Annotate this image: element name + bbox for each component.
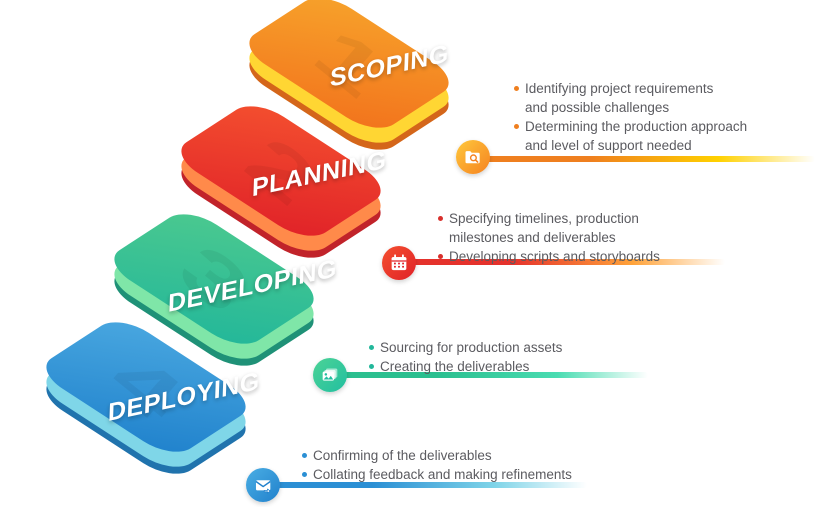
bullet-line-2: and level of support needed bbox=[525, 138, 692, 153]
bullet-line-1: Sourcing for production assets bbox=[380, 340, 563, 355]
connector-line-3 bbox=[323, 372, 648, 378]
bullet-item: Collating feedback and making refinement… bbox=[300, 465, 572, 484]
bullet-item: Specifying timelines, production mileston… bbox=[436, 209, 660, 247]
folder-search-icon[interactable] bbox=[456, 140, 490, 174]
bullet-line-1: Determining the production approach bbox=[525, 119, 748, 134]
bullet-dot bbox=[438, 216, 443, 221]
bullet-line-1: Creating the deliverables bbox=[380, 359, 530, 374]
image-gallery-icon[interactable] bbox=[313, 358, 347, 392]
calendar-icon[interactable] bbox=[382, 246, 416, 280]
connector-line-4 bbox=[257, 482, 587, 488]
bullet-dot bbox=[514, 124, 519, 129]
bullet-dot bbox=[302, 453, 307, 458]
connector-line-1 bbox=[470, 156, 815, 162]
bullet-line-2: and possible challenges bbox=[525, 100, 670, 115]
bullet-dot bbox=[369, 364, 374, 369]
bullet-item: Confirming of the deliverables bbox=[300, 446, 572, 465]
step-bullets-2: Specifying timelines, production mileston… bbox=[436, 209, 660, 266]
bullet-item: Developing scripts and storyboards bbox=[436, 247, 660, 266]
bullet-item: Identifying project requirements and poss… bbox=[512, 79, 747, 117]
bullet-line-1: Specifying timelines, production bbox=[449, 211, 639, 226]
bullet-dot bbox=[369, 345, 374, 350]
bullet-dot bbox=[514, 86, 519, 91]
bullet-item: Sourcing for production assets bbox=[367, 338, 562, 357]
bullet-line-1: Collating feedback and making refinement… bbox=[313, 467, 572, 482]
envelope-send-icon[interactable] bbox=[246, 468, 280, 502]
bullet-line-1: Confirming of the deliverables bbox=[313, 448, 492, 463]
bullet-line-1: Developing scripts and storyboards bbox=[449, 249, 660, 264]
bullet-line-1: Identifying project requirements bbox=[525, 81, 714, 96]
step-bullets-1: Identifying project requirements and poss… bbox=[512, 79, 747, 155]
bullet-item: Determining the production approach and l… bbox=[512, 117, 747, 155]
bullet-item: Creating the deliverables bbox=[367, 357, 562, 376]
bullet-dot bbox=[438, 254, 443, 259]
connector-line-2 bbox=[395, 259, 725, 265]
bullet-dot bbox=[302, 472, 307, 477]
bullet-line-2: milestones and deliverables bbox=[449, 230, 616, 245]
